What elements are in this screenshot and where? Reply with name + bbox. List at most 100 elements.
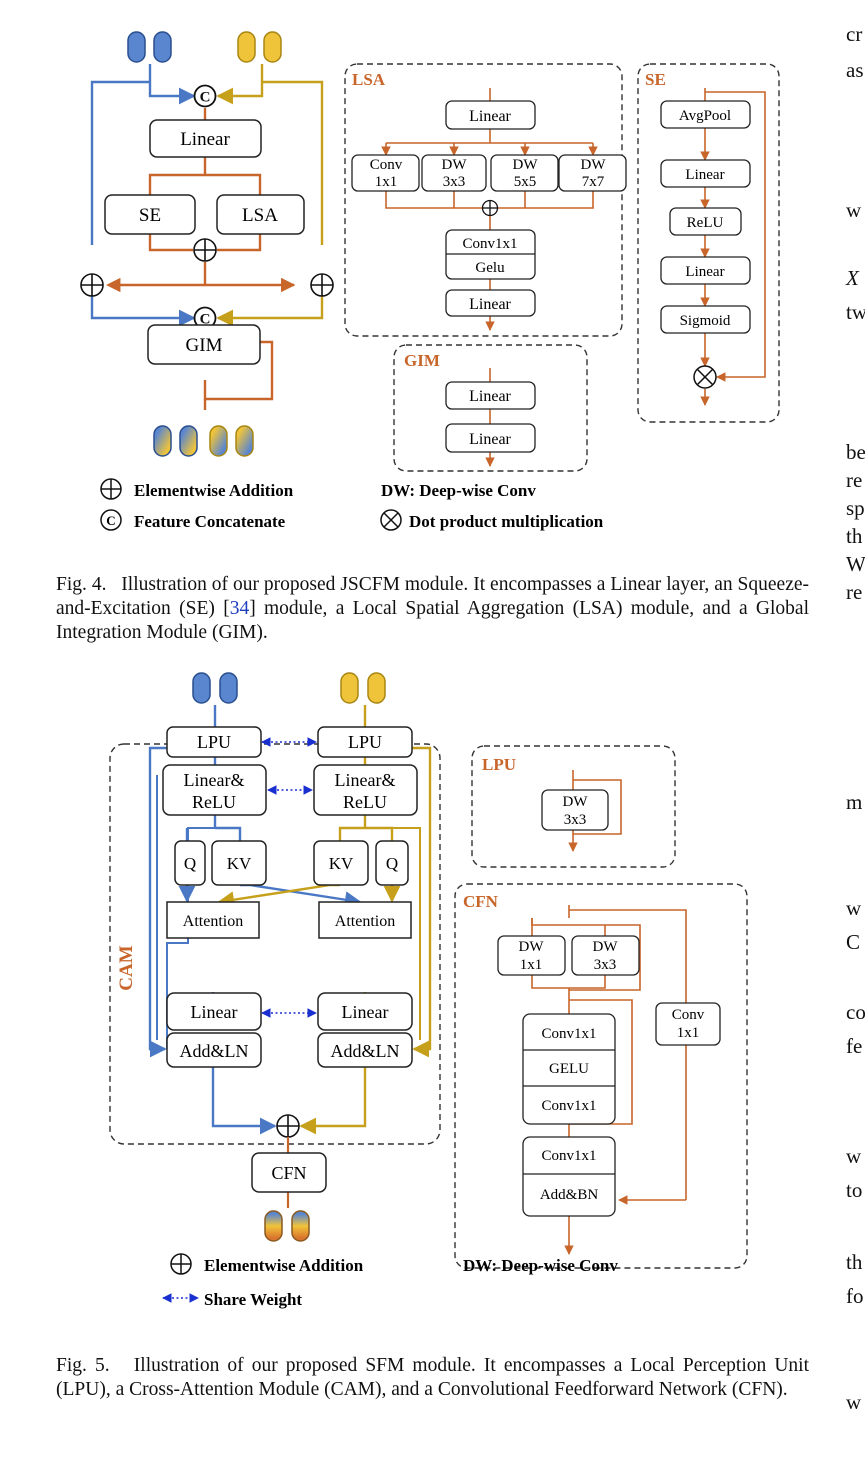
svg-text:Conv1x1: Conv1x1 <box>462 236 517 252</box>
linear-left: Linear <box>166 992 262 1031</box>
cam-label: CAM <box>116 945 137 990</box>
svg-text:Add&LN: Add&LN <box>331 1041 400 1061</box>
svg-text:LSA: LSA <box>352 70 386 89</box>
svg-text:Linear: Linear <box>342 1002 389 1022</box>
add-symbol-left <box>80 273 104 297</box>
svg-text:GELU: GELU <box>549 1061 589 1077</box>
citation-link[interactable]: 34 <box>229 598 250 619</box>
svg-text:Q: Q <box>184 854 196 873</box>
svg-text:LSA: LSA <box>242 205 278 226</box>
svg-text:Linear: Linear <box>469 296 511 313</box>
svg-text:DW: DW <box>593 939 619 955</box>
svg-text:ReLU: ReLU <box>192 792 236 812</box>
svg-text:Conv1x1: Conv1x1 <box>541 1148 596 1164</box>
svg-text:7x7: 7x7 <box>582 174 605 190</box>
svg-text:Linear: Linear <box>469 431 511 448</box>
figure-4-caption: Fig. 4. Illustration of our proposed JSC… <box>56 573 809 645</box>
svg-text:Attention: Attention <box>335 913 395 930</box>
svg-text:Elementwise Addition: Elementwise Addition <box>134 481 294 500</box>
svg-text:AvgPool: AvgPool <box>679 108 731 124</box>
svg-text:Linear&: Linear& <box>184 770 245 790</box>
gim-block: GIM <box>147 324 261 365</box>
lpu-detail-box: LPU DW 3x3 <box>471 745 676 868</box>
figure-5-label: Fig. 5. <box>56 1355 110 1376</box>
svg-text:Sigmoid: Sigmoid <box>680 313 731 329</box>
add-ln-right: Add&LN <box>317 1032 413 1068</box>
svg-text:Conv: Conv <box>370 157 403 173</box>
right-column-fragment: w <box>846 896 862 920</box>
svg-text:3x3: 3x3 <box>443 174 466 190</box>
right-column-fragment: th <box>846 524 863 548</box>
add-symbol-right <box>310 273 334 297</box>
svg-text:LPU: LPU <box>197 732 231 752</box>
svg-text:Attention: Attention <box>183 913 243 930</box>
svg-text:DW: Deep-wise Conv: DW: Deep-wise Conv <box>381 481 536 500</box>
fig5-add-symbol <box>276 1114 300 1138</box>
svg-text:Dot product multiplication: Dot product multiplication <box>409 512 604 531</box>
svg-text:1x1: 1x1 <box>375 174 398 190</box>
fig5-input-tokens-blue <box>192 672 238 704</box>
lsa-block: LSA <box>216 194 305 235</box>
svg-text:DW: DW <box>563 794 589 810</box>
svg-text:Share Weight: Share Weight <box>204 1290 302 1309</box>
input-tokens-blue <box>127 31 172 63</box>
q-left: Q <box>174 840 206 886</box>
figure-4-caption-text: Illustration of our proposed JSCFM modul… <box>56 574 810 619</box>
svg-text:1x1: 1x1 <box>677 1025 700 1041</box>
svg-text:DW: DW <box>581 157 607 173</box>
svg-text:1x1: 1x1 <box>520 957 543 973</box>
svg-text:Add&BN: Add&BN <box>540 1187 599 1203</box>
add-ln-left: Add&LN <box>166 1032 262 1068</box>
figure-5-caption: Fig. 5. Illustration of our proposed SFM… <box>56 1354 809 1402</box>
figure-4-diagram: C C Linear SE LSA GIM LSA <box>80 31 780 531</box>
attention-left: Attention <box>166 901 260 939</box>
svg-text:Conv: Conv <box>672 1007 705 1023</box>
fig4-legend: C Elementwise Addition Feature Concatena… <box>100 478 604 531</box>
svg-text:KV: KV <box>329 854 354 873</box>
svg-text:CFN: CFN <box>271 1163 306 1183</box>
svg-text:Conv1x1: Conv1x1 <box>541 1026 596 1042</box>
svg-text:Linear: Linear <box>685 264 724 280</box>
svg-text:SE: SE <box>139 205 161 226</box>
output-tokens <box>153 425 254 457</box>
right-column-fragment: sp <box>846 496 865 520</box>
cfn-detail-box: CFN DW 1x1 DW 3x3 Conv 1x1 Conv1x1 GELU … <box>454 883 748 1269</box>
linear-relu-left: Linear& ReLU <box>162 764 267 816</box>
lpu-right: LPU <box>317 726 413 758</box>
figure-5-diagram: CAM LPU Lin <box>109 672 748 1309</box>
svg-text:ReLU: ReLU <box>343 792 387 812</box>
figure-4-label: Fig. 4. <box>56 574 107 595</box>
figure-4-caption-text-end: ] module, a Local Spatial Aggregation (L… <box>56 598 809 643</box>
attention-right: Attention <box>318 901 412 939</box>
svg-text:C: C <box>200 312 211 328</box>
fig5-output-tokens <box>264 1210 310 1242</box>
add-symbol-center <box>193 238 217 262</box>
svg-text:Add&LN: Add&LN <box>180 1041 249 1061</box>
input-tokens-yellow <box>237 31 282 63</box>
kv-right: KV <box>313 840 369 886</box>
svg-text:Q: Q <box>386 854 398 873</box>
right-column-fragment: C <box>846 930 861 954</box>
right-column-fragment: w <box>846 1144 862 1168</box>
right-column-fragment: re <box>846 580 863 604</box>
svg-text:Linear: Linear <box>180 129 230 150</box>
svg-text:Feature Concatenate: Feature Concatenate <box>134 512 286 531</box>
right-column-fragment: th <box>846 1250 863 1274</box>
svg-text:LPU: LPU <box>348 732 382 752</box>
svg-text:C: C <box>200 90 211 106</box>
svg-text:Linear&: Linear& <box>335 770 396 790</box>
lsa-detail-box: LSA Linear Conv 1x1 DW 3x3 DW <box>344 63 627 337</box>
svg-text:LPU: LPU <box>482 755 516 774</box>
figure-5-caption-text: Illustration of our proposed SFM module.… <box>56 1355 809 1400</box>
right-column-fragment: w <box>846 1390 862 1414</box>
svg-text:Linear: Linear <box>469 108 511 125</box>
right-column-fragment: m <box>846 790 863 814</box>
right-column-fragment: tw <box>846 300 865 324</box>
right-column-fragment: co <box>846 1000 865 1024</box>
svg-text:GIM: GIM <box>186 335 223 356</box>
svg-text:5x5: 5x5 <box>514 174 537 190</box>
linear-right: Linear <box>317 992 413 1031</box>
gim-detail-box: GIM Linear Linear <box>393 344 588 472</box>
svg-text:SE: SE <box>645 70 666 89</box>
fig5-input-tokens-yellow <box>340 672 386 704</box>
